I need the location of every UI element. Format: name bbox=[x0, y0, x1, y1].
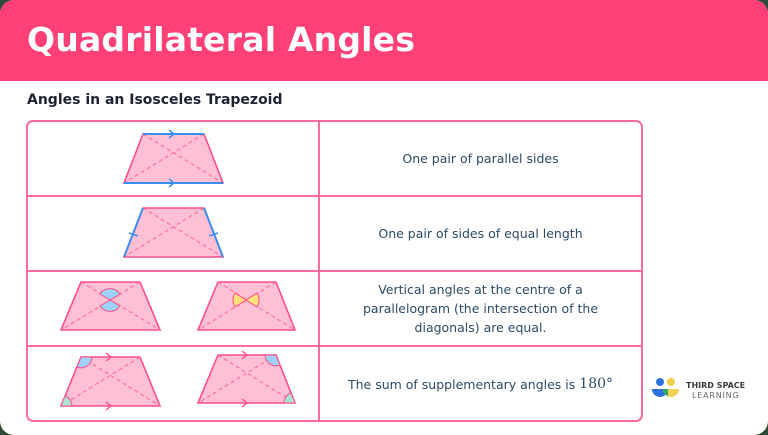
description-text: Vertical angles at the centre of a paral… bbox=[362, 282, 599, 335]
table-row: One pair of parallel sides bbox=[28, 122, 641, 197]
description-cell: The sum of supplementary angles is 180° bbox=[320, 347, 641, 422]
angle-value: 180° bbox=[579, 376, 614, 392]
logo-text: THIRD SPACE LEARNING bbox=[686, 381, 746, 400]
description-cell: One pair of parallel sides bbox=[320, 122, 641, 195]
trapezoid-supplementary-angles-left-diagram bbox=[59, 352, 162, 411]
table-row: The sum of supplementary angles is 180° bbox=[28, 347, 641, 422]
third-space-learning-logo: THIRD SPACE LEARNING bbox=[650, 376, 760, 406]
trapezoid-parallel-sides-diagram bbox=[122, 129, 225, 188]
trapezoid-equal-legs-diagram bbox=[122, 207, 225, 258]
section-subtitle: Angles in an Isosceles Trapezoid bbox=[27, 92, 283, 108]
description-text: The sum of supplementary angles is bbox=[347, 377, 576, 392]
description-cell: Vertical angles at the centre of a paral… bbox=[320, 272, 641, 345]
diagram-cell bbox=[28, 197, 320, 270]
logo-icon bbox=[652, 378, 679, 397]
diagram-cell bbox=[28, 122, 320, 195]
description-text: One pair of sides of equal length bbox=[378, 226, 583, 241]
trapezoid-supplementary-angles-right-diagram bbox=[196, 350, 297, 408]
trapezoid-vertical-angles-yellow-diagram bbox=[196, 281, 297, 331]
description-text: One pair of parallel sides bbox=[402, 151, 559, 166]
table-row: One pair of sides of equal length bbox=[28, 197, 641, 272]
trapezoid-vertical-angles-blue-diagram bbox=[59, 281, 162, 331]
page-title: Quadrilateral Angles bbox=[27, 20, 416, 59]
header-banner: Quadrilateral Angles bbox=[0, 0, 768, 81]
properties-table: One pair of parallel sides One pair of s… bbox=[26, 120, 643, 422]
description-cell: One pair of sides of equal length bbox=[320, 197, 641, 270]
table-row: Vertical angles at the centre of a paral… bbox=[28, 272, 641, 347]
diagram-cell bbox=[28, 347, 320, 422]
diagram-cell bbox=[28, 272, 320, 345]
